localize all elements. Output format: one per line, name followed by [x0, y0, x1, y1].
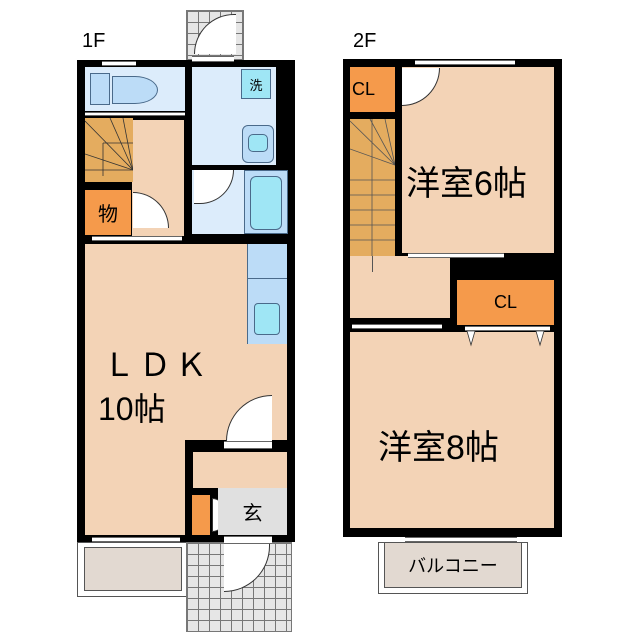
room-western-6: [402, 67, 554, 253]
counter-divider: [247, 278, 287, 279]
toilet-icon: [112, 76, 158, 104]
ldk-label: ＬＤＫ: [103, 347, 212, 383]
window: [415, 60, 515, 65]
stairs-lines-icon: [350, 119, 395, 256]
sliding-door: [85, 112, 185, 116]
room-6-label: 洋室6帖: [406, 165, 527, 203]
window: [92, 537, 180, 542]
washing-machine-space: 洗: [241, 69, 271, 99]
handrail: [372, 256, 373, 272]
sliding-door: [408, 253, 504, 258]
room-western-8: [350, 332, 554, 528]
floor-label-2f: 2F: [353, 30, 377, 52]
room-ldk-lower: [85, 440, 185, 535]
stairs-2f: [350, 119, 395, 256]
entry-door-frame: [224, 536, 272, 544]
entrance-hall: [193, 452, 287, 488]
window: [102, 61, 136, 66]
closet-mid: CL: [457, 280, 554, 325]
balcony: バルコニー: [384, 542, 522, 588]
shoe-closet: [192, 495, 210, 535]
ldk-size: 10帖: [98, 391, 166, 427]
patio: [84, 547, 182, 591]
window[interactable]: [405, 537, 517, 542]
genkan-entrance: 玄: [218, 488, 287, 535]
sliding-door: [92, 236, 182, 241]
room-8-label: 洋室8帖: [378, 429, 499, 467]
hallway-2f: [350, 256, 450, 318]
toilet-tank: [90, 73, 110, 105]
floor-label-1f: 1F: [82, 30, 106, 52]
basin-icon: [248, 134, 268, 152]
storage-closet: 物: [85, 190, 131, 235]
closet-top: CL: [350, 67, 395, 112]
entry-door-frame: [192, 56, 234, 62]
closet-doors[interactable]: [465, 326, 550, 331]
closet-door-arrows-icon: [466, 331, 545, 347]
kitchen-sink-icon: [254, 303, 280, 335]
stairs-lines-icon: [85, 118, 133, 176]
sliding-door: [352, 324, 442, 329]
bathtub-icon: [250, 176, 282, 230]
door-frame: [224, 441, 272, 449]
